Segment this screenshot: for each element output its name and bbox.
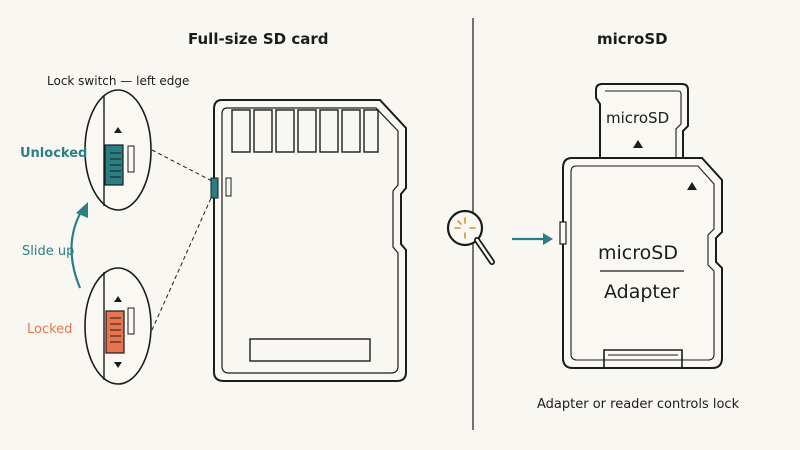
slide-up-label: Slide up: [22, 244, 75, 259]
adapter-label-line1: microSD: [598, 242, 678, 264]
triangle-up-icon: [114, 127, 122, 133]
sd-label-area: [249, 338, 371, 362]
slide-up-arrow: [70, 202, 88, 289]
left-title: Full-size SD card: [188, 30, 329, 48]
triangle-up-icon: [687, 182, 697, 190]
locked-zoom: [84, 267, 152, 385]
microsd-card: [595, 83, 689, 163]
unlocked-zoom: [84, 89, 152, 211]
sd-lock-switch: [210, 177, 219, 199]
adapter-label-line2: Adapter: [604, 281, 680, 303]
right-title: microSD: [597, 30, 668, 48]
locked-label: Locked: [27, 322, 73, 337]
triangle-up-icon: [633, 140, 643, 148]
adapter-caption: Adapter or reader controls lock: [537, 397, 740, 412]
microsd-adapter: [559, 157, 723, 369]
unlocked-label: Unlocked: [20, 146, 88, 161]
lock-switch-caption: Lock switch — left edge: [47, 74, 190, 88]
adapter-pointer-arrow: [512, 233, 553, 245]
magnifier-icon: [446, 209, 495, 265]
sd-contact-pins: [231, 109, 379, 153]
zoom-leader-lines: [151, 149, 213, 331]
triangle-up-icon: [114, 296, 122, 302]
sd-card: [213, 99, 407, 382]
triangle-down-icon: [114, 362, 122, 368]
microsd-card-label: microSD: [606, 109, 670, 127]
adapter-lock-switch: [559, 221, 567, 245]
sd-lock-slot: [225, 177, 232, 197]
